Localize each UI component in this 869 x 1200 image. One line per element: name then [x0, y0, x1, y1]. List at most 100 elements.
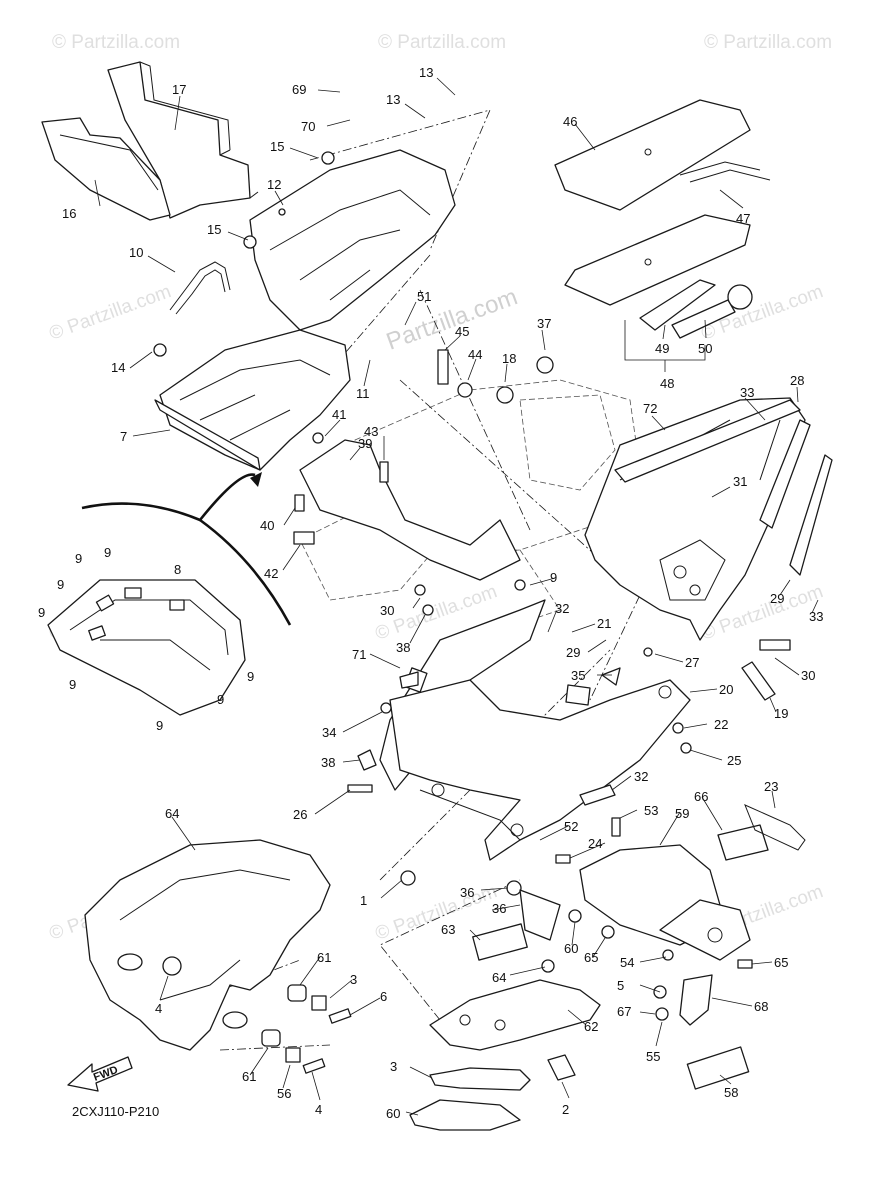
callout-label: 9 — [38, 605, 45, 620]
part-16-panel — [41, 117, 171, 221]
callout-label: 9 — [247, 669, 254, 684]
callout-label: 31 — [733, 474, 747, 489]
callout-label: 68 — [754, 999, 768, 1014]
callout-label: 56 — [277, 1086, 291, 1101]
callout-label: 43 — [364, 424, 378, 439]
callout-label: 26 — [293, 807, 307, 822]
callout-label: 64 — [492, 970, 506, 985]
callout-label: 70 — [301, 119, 315, 134]
callout-label: 2 — [562, 1102, 569, 1117]
callout-label: 29 — [566, 645, 580, 660]
callout-label: 61 — [317, 950, 331, 965]
callout-label: 60 — [564, 941, 578, 956]
callout-label: 21 — [597, 616, 611, 631]
callout-label: 4 — [315, 1102, 322, 1117]
callout-label: 3 — [390, 1059, 397, 1074]
callout-label: 29 — [770, 591, 784, 606]
callout-label: 25 — [727, 753, 741, 768]
watermark: © Partzilla.com — [47, 281, 174, 345]
callout-label: 42 — [264, 566, 278, 581]
callout-label: 12 — [267, 177, 281, 192]
diagram-code: 2CXJ110-P210 — [72, 1104, 159, 1119]
callout-label: 49 — [655, 341, 669, 356]
callout-label: 39 — [358, 436, 372, 451]
callout-label: 8 — [174, 562, 181, 577]
callout-label: 36 — [492, 901, 506, 916]
callout-label: 23 — [764, 779, 778, 794]
callout-label: 37 — [537, 316, 551, 331]
callout-label: 51 — [417, 289, 431, 304]
fwd-label: FWD — [92, 1064, 120, 1084]
callout-label: 9 — [156, 718, 163, 733]
tail-cowl-group — [584, 397, 833, 701]
callout-label: 15 — [270, 139, 284, 154]
callout-label: 41 — [332, 407, 346, 422]
callout-label: 13 — [386, 92, 400, 107]
callout-label: 11 — [356, 386, 370, 401]
callout-label: 48 — [660, 376, 674, 391]
callout-label: 52 — [564, 819, 578, 834]
watermark: © Partzilla.com — [52, 32, 180, 53]
callout-label: 10 — [129, 245, 143, 260]
callout-label: 61 — [242, 1069, 256, 1084]
callouts: 17 16 69 70 13 13 15 12 15 10 14 7 11 51… — [38, 65, 823, 1121]
callout-label: 20 — [719, 682, 733, 697]
callout-label: 38 — [396, 640, 410, 655]
watermark-brand: Partzilla.com — [383, 283, 521, 355]
part-60-reflector — [472, 923, 528, 961]
callout-label: 58 — [724, 1085, 738, 1100]
part-56-stay — [429, 1067, 531, 1091]
callout-label: 18 — [502, 351, 516, 366]
watermark: © Partzilla.com — [704, 32, 832, 53]
part-57-stay — [409, 1099, 521, 1131]
callout-label: 36 — [460, 885, 474, 900]
callout-label: 30 — [380, 603, 394, 618]
part-17-pad — [107, 61, 259, 219]
part-39-bracket — [299, 439, 521, 581]
callout-label: 59 — [675, 806, 689, 821]
tool-kit-group — [554, 99, 771, 372]
leader-lines — [94, 77, 819, 1116]
callout-label: 38 — [321, 755, 335, 770]
callout-label: 1 — [360, 893, 367, 908]
callout-label: 9 — [69, 677, 76, 692]
callout-label: 33 — [740, 385, 754, 400]
callout-label: 9 — [550, 570, 557, 585]
callout-label: 35 — [571, 668, 585, 683]
callout-label: 65 — [584, 950, 598, 965]
callout-label: 50 — [698, 341, 712, 356]
callout-label: 46 — [563, 114, 577, 129]
callout-label: 32 — [555, 601, 569, 616]
callout-label: 7 — [120, 429, 127, 444]
callout-label: 71 — [352, 647, 366, 662]
callout-label: 32 — [634, 769, 648, 784]
callout-label: 40 — [260, 518, 274, 533]
callout-label: 9 — [104, 545, 111, 560]
part-19-21-brackets — [379, 599, 691, 861]
callout-label: 13 — [419, 65, 433, 80]
callout-label: 14 — [111, 360, 125, 375]
callout-label: 30 — [801, 668, 815, 683]
inset-detail — [47, 472, 292, 716]
callout-label: 47 — [736, 211, 750, 226]
callout-label: 64 — [165, 806, 179, 821]
callout-label: 44 — [468, 347, 482, 362]
callout-label: 45 — [455, 324, 469, 339]
part-7-tray-assembly — [154, 149, 456, 471]
callout-label: 54 — [620, 955, 634, 970]
callout-label: 33 — [809, 609, 823, 624]
hardware — [153, 151, 753, 1081]
callout-label: 24 — [588, 836, 602, 851]
callout-label: 63 — [441, 922, 455, 937]
callout-label: 69 — [292, 82, 306, 97]
callout-label: 9 — [57, 577, 64, 592]
callout-label: 6 — [380, 989, 387, 1004]
callout-label: 15 — [207, 222, 221, 237]
callout-label: 67 — [617, 1004, 631, 1019]
callout-label: 53 — [644, 803, 658, 818]
callout-label: 60 — [386, 1106, 400, 1121]
part-52-inner-fender — [579, 804, 806, 961]
callout-label: 19 — [774, 706, 788, 721]
callout-label: 3 — [350, 972, 357, 987]
part-10-strap — [169, 261, 231, 315]
